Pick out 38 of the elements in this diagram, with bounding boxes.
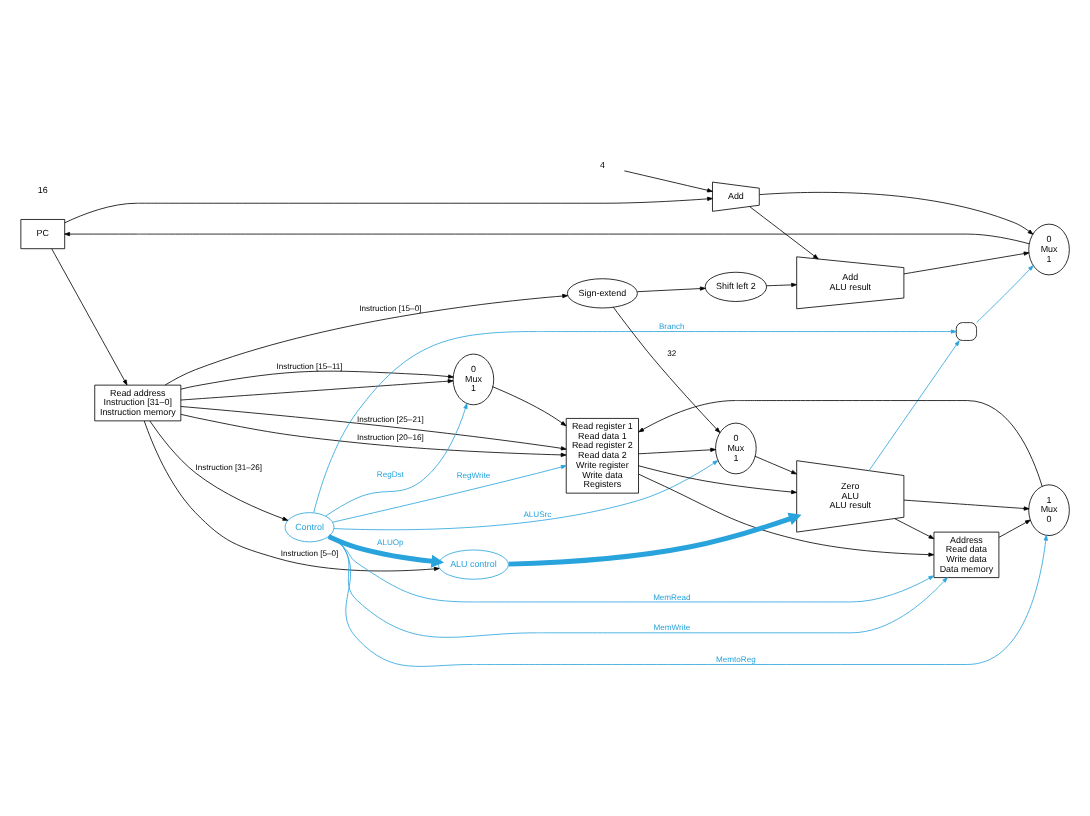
arrow	[868, 339, 960, 471]
arrow	[754, 454, 797, 474]
arrow	[180, 369, 454, 389]
arrow	[759, 190, 1034, 234]
arrow	[64, 195, 713, 223]
arrow	[64, 230, 1030, 244]
arrow	[180, 378, 454, 400]
arrow	[766, 281, 797, 286]
arrow	[976, 264, 1034, 322]
arrow	[492, 385, 567, 426]
arrow	[329, 533, 1048, 666]
arrow	[164, 292, 568, 385]
arrow	[329, 534, 948, 637]
node-gate	[955, 321, 977, 340]
arrow	[903, 498, 1030, 510]
arrow	[998, 518, 1031, 537]
arrow	[894, 517, 935, 539]
arrow	[143, 419, 440, 571]
arrow	[613, 305, 721, 432]
arrow	[623, 169, 713, 192]
arrow	[638, 472, 935, 556]
arrow	[149, 419, 289, 520]
arrow	[638, 464, 797, 494]
arrow	[638, 446, 716, 454]
arrow	[903, 250, 1030, 274]
arrow	[328, 535, 935, 602]
arrow	[180, 412, 567, 456]
arrow	[749, 205, 819, 259]
arrow	[180, 405, 567, 450]
arrow	[638, 399, 1043, 486]
arrow	[332, 463, 567, 522]
arrow	[637, 285, 706, 292]
arrow	[51, 247, 128, 385]
arrow	[333, 459, 719, 530]
arrow	[313, 328, 957, 512]
arrow	[327, 533, 444, 567]
arrow	[508, 511, 802, 566]
arrow	[325, 402, 468, 516]
